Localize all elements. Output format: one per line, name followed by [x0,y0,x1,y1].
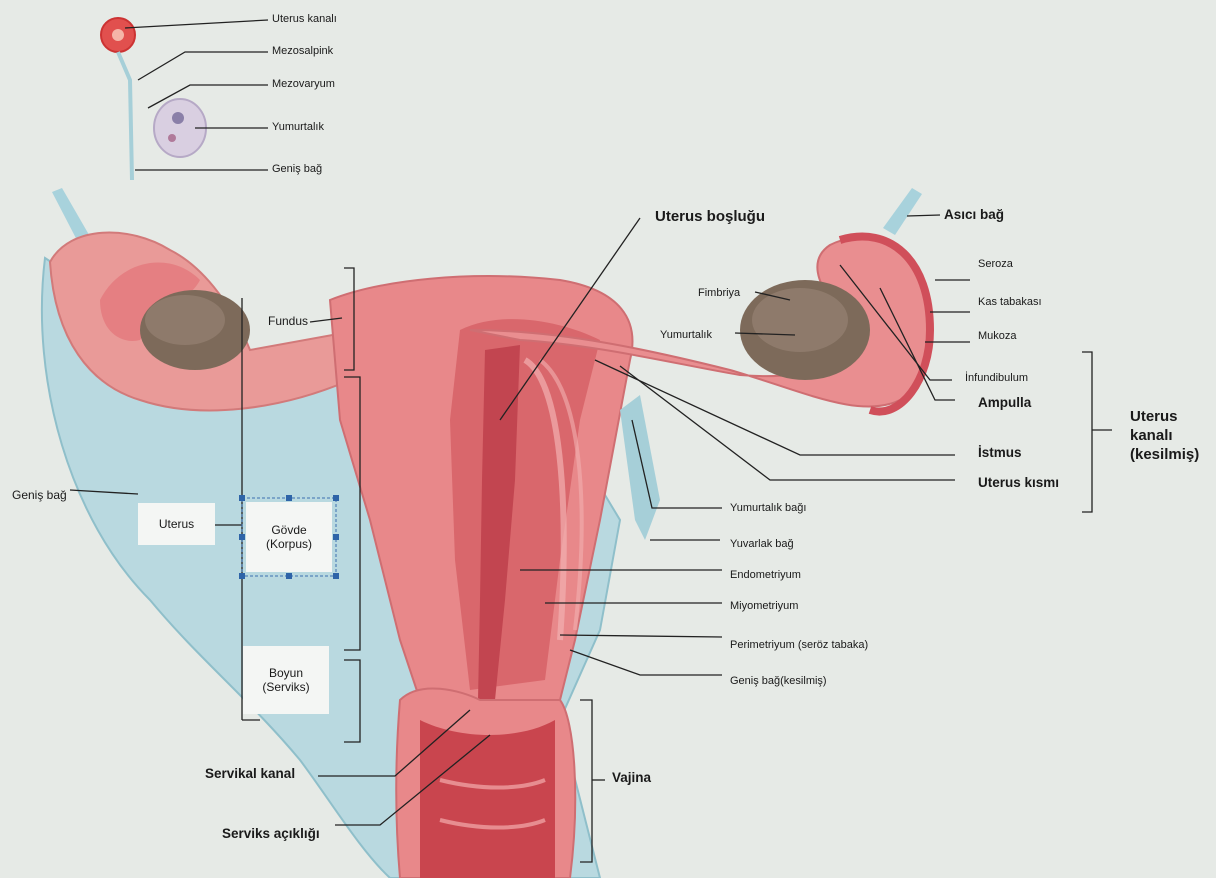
label-body: Gövde [271,523,306,537]
label-ampulla: Ampulla [978,395,1031,410]
label-serosa: Seroza [978,258,1013,270]
label-body-box[interactable]: Gövde (Korpus) [246,502,332,572]
label-neck-latin: (Serviks) [262,680,309,694]
right-suspensory-ligament [883,188,922,235]
label-muscle-layer: Kas tabakası [978,296,1042,308]
label-fundus: Fundus [268,314,308,328]
label-round-ligament: Yuvarlak bağ [730,538,794,550]
label-center-ovary: Yumurtalık [660,329,712,341]
label-body-latin: (Korpus) [266,537,312,551]
label-myometrium: Miyometriyum [730,600,798,612]
inset-ligament-line [118,52,132,180]
label-mucosa: Mukoza [978,330,1017,342]
label-vagina: Vajina [612,770,651,785]
resize-handle-bottom-right[interactable] [333,573,339,579]
label-isthmus: İstmus [978,445,1022,460]
label-uterus-box: Uterus [138,503,215,545]
label-tube-group: Uterus kanalı (kesilmiş) [1130,408,1199,464]
label-uterine-cavity: Uterus boşluğu [655,208,765,225]
inset-label-mesovarium: Mezovaryum [272,78,335,90]
label-ovarian-ligament: Yumurtalık bağı [730,502,806,514]
label-neck: Boyun [269,666,303,680]
label-infundibulum: İnfundibulum [965,372,1028,384]
inset-label-mesosalpinx: Mezosalpink [272,45,333,57]
inset-label-ovary: Yumurtalık [272,121,324,133]
resize-handle-bottom-middle[interactable] [286,573,292,579]
label-suspensory-ligament: Asıcı bağ [944,207,1004,222]
label-uterus: Uterus [159,517,194,531]
resize-handle-top-left[interactable] [239,495,245,501]
label-neck-box: Boyun (Serviks) [243,646,329,714]
ovarian-ligament-cord [620,395,660,540]
label-uterine-part: Uterus kısmı [978,475,1059,490]
resize-handle-top-right[interactable] [333,495,339,501]
resize-handle-middle-left[interactable] [239,534,245,540]
label-fimbria: Fimbriya [698,287,740,299]
label-cervical-canal: Servikal kanal [205,766,295,781]
label-cervix-opening: Serviks açıklığı [222,826,320,841]
label-broad-ligament-cut: Geniş bağ(kesilmiş) [730,675,827,687]
resize-handle-bottom-left[interactable] [239,573,245,579]
inset-label-uterine-tube: Uterus kanalı [272,13,337,25]
resize-handle-top-middle[interactable] [286,495,292,501]
label-perimetrium: Perimetriyum (seröz tabaka) [730,639,868,651]
label-endometrium: Endometriyum [730,569,801,581]
label-broad-ligament: Geniş bağ [12,488,67,502]
resize-handle-middle-right[interactable] [333,534,339,540]
inset-label-broad-ligament: Geniş bağ [272,163,322,175]
